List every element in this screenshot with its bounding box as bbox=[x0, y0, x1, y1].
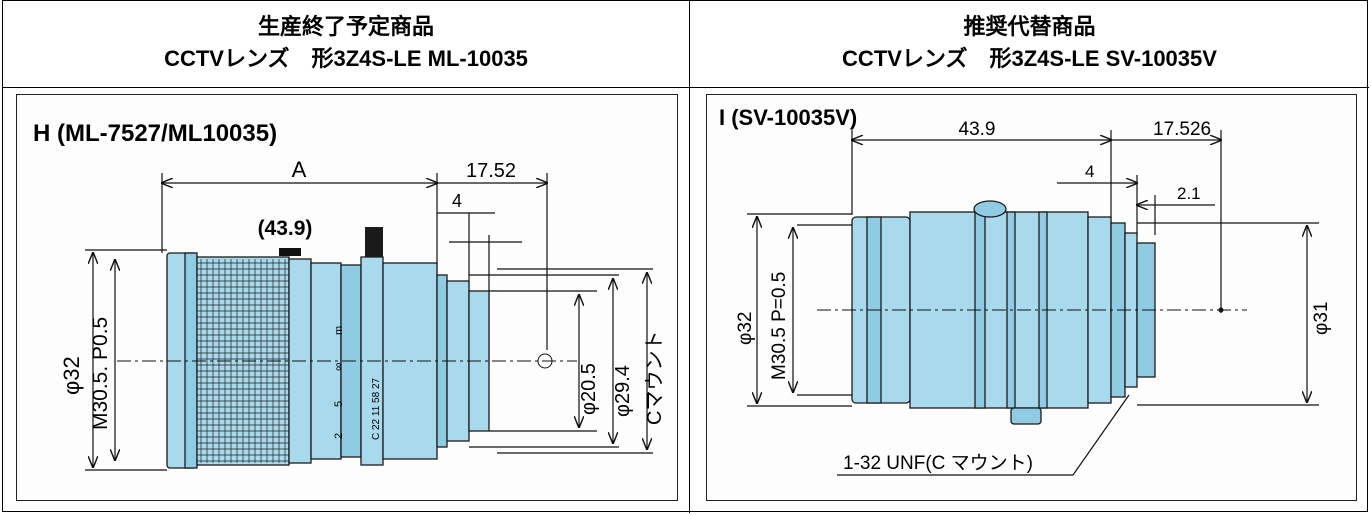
left-dim-thread: M30.5. P0.5 bbox=[89, 317, 112, 430]
right-dim-mount-len: 2.1 bbox=[1177, 184, 1201, 203]
left-focus-screw bbox=[279, 248, 301, 256]
left-iris-screw bbox=[365, 227, 383, 257]
right-dim-rear-dia: φ31 bbox=[1311, 302, 1332, 335]
right-lens-drawing: I (SV-10035V) 43.9 17.526 4 2.1 bbox=[706, 94, 1357, 501]
left-dim-rear-label: 17.52 bbox=[466, 160, 516, 182]
ring-mark-inf: ∞ bbox=[331, 362, 345, 371]
left-drawing-title: H (ML-7527/ML10035) bbox=[33, 120, 277, 147]
right-header-model: CCTVレンズ 形3Z4S-LE SV-10035V bbox=[842, 46, 1217, 71]
right-dim-thread: M30.5 P=0.5 bbox=[769, 272, 790, 380]
left-dim-rear-dia2: φ29.4 bbox=[612, 365, 634, 417]
right-top-screw bbox=[973, 200, 1007, 218]
ring-mark-m: m bbox=[333, 326, 345, 335]
left-dim-length-value: (43.9) bbox=[258, 217, 313, 240]
column-divider bbox=[689, 1, 690, 513]
right-drawing-title: I (SV-10035V) bbox=[719, 105, 857, 130]
left-header: 生産終了予定商品 CCTVレンズ 形3Z4S-LE ML-10035 bbox=[3, 11, 689, 81]
right-dim-rear-label: 17.526 bbox=[1153, 119, 1211, 140]
right-dim-length-label: 43.9 bbox=[959, 119, 996, 140]
ring-mark-2: 2 bbox=[333, 433, 345, 439]
left-dim-outer-dia: φ32 bbox=[59, 356, 84, 395]
left-dim-rear-dia1: φ20.5 bbox=[578, 363, 600, 415]
left-header-model: CCTVレンズ 形3Z4S-LE ML-10035 bbox=[164, 46, 528, 71]
left-dim-flange-label: 4 bbox=[452, 191, 462, 211]
right-header: 推奨代替商品 CCTVレンズ 形3Z4S-LE SV-10035V bbox=[690, 11, 1369, 81]
left-lens-drawing: H (ML-7527/ML10035) A 17.52 4 (43.9) bbox=[16, 94, 678, 501]
right-dim-flange-label: 4 bbox=[1085, 162, 1094, 181]
left-header-status: 生産終了予定商品 bbox=[257, 14, 434, 39]
left-dim-mount: Cマウント bbox=[644, 331, 666, 425]
focus-ring-knurl bbox=[197, 259, 289, 463]
right-callout: 1-32 UNF(C マウント) bbox=[843, 453, 1033, 474]
right-dim-outer-dia: φ32 bbox=[735, 312, 756, 345]
right-bottom-screw bbox=[1010, 407, 1042, 425]
header-divider bbox=[3, 87, 1369, 88]
ring-serial: C 22 11 58 27 bbox=[371, 377, 382, 440]
left-dim-length-label: A bbox=[292, 157, 307, 182]
ring-mark-5: 5 bbox=[333, 401, 345, 407]
right-header-status: 推奨代替商品 bbox=[963, 14, 1096, 39]
